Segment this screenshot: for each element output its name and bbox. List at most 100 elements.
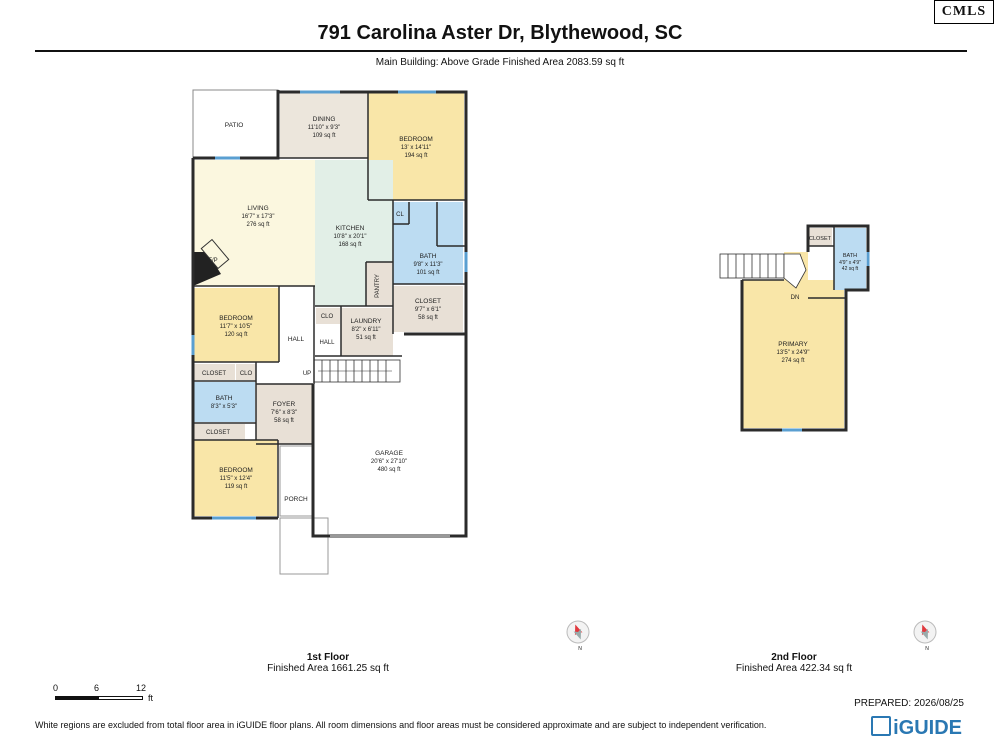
dim-bath-3: 4'9" x 4'9" xyxy=(839,260,861,266)
room-pantry xyxy=(366,262,392,306)
room-bedroom-2 xyxy=(193,288,279,362)
scale-bar-black xyxy=(55,696,98,700)
iguide-logo: iGUIDE xyxy=(871,716,962,740)
label-hall-1: HALL xyxy=(288,336,305,343)
stairs-up xyxy=(313,359,401,383)
room-closet-2 xyxy=(193,364,235,380)
cmls-logo: CMLS xyxy=(934,0,994,24)
area-primary: 274 sq ft xyxy=(781,358,804,364)
dim-bath-1: 9'8" x 11'3" xyxy=(413,262,442,268)
label-kitchen: KITCHEN xyxy=(336,225,365,232)
area-foyer: 58 sq ft xyxy=(274,418,294,424)
room-bedroom-3 xyxy=(193,440,277,516)
label-closet-3: CLOSET xyxy=(206,430,230,436)
floor-name-1st: 1st Floor xyxy=(306,652,350,663)
title-rule xyxy=(35,50,967,52)
dim-bedroom-3: 11'5" x 12'4" xyxy=(220,476,252,482)
prepared-date: PREPARED: 2026/08/25 xyxy=(854,698,964,709)
first-floor xyxy=(192,89,464,575)
stairs-down xyxy=(719,253,807,289)
label-hall-2: HALL xyxy=(319,340,335,346)
fireplace xyxy=(193,252,221,286)
page-title: 791 Carolina Aster Dr, Blythewood, SC xyxy=(317,22,683,44)
label-bath-2: BATH xyxy=(216,395,233,402)
label-closet-1: CLOSET xyxy=(415,298,441,305)
label-clo-1: CLO xyxy=(321,314,334,320)
room-hall-1 xyxy=(280,288,314,384)
area-kitchen: 168 sq ft xyxy=(338,242,361,248)
iguide-icon xyxy=(871,716,892,736)
dim-dining: 11'10" x 9'3" xyxy=(308,125,340,131)
area-bath-3: 42 sq ft xyxy=(842,266,859,272)
area-laundry: 51 sq ft xyxy=(356,335,376,341)
area-garage: 480 sq ft xyxy=(377,467,400,473)
scale-tick-12: 12 xyxy=(136,683,147,693)
dim-living: 16'7" x 17'3" xyxy=(242,214,275,220)
porch-steps xyxy=(279,517,329,575)
scale-tick-6: 6 xyxy=(94,683,100,693)
area-bedroom-3: 119 sq ft xyxy=(225,484,248,490)
label-cl: CL xyxy=(396,212,404,218)
dim-bath-2: 8'3" x 5'3" xyxy=(211,404,237,410)
label-closet-4: CLOSET xyxy=(809,236,832,242)
label-laundry: LAUNDRY xyxy=(351,318,383,325)
room-closet-1 xyxy=(393,286,463,332)
room-foyer xyxy=(256,384,312,444)
area-dining: 109 sq ft xyxy=(312,133,335,139)
area-living: 276 sq ft xyxy=(246,222,269,228)
room-bath-2 xyxy=(193,382,255,422)
floor-name-2nd: 2nd Floor xyxy=(771,652,817,663)
room-labels: PATIO DINING 11'10" x 9'3" 109 sq ft BED… xyxy=(202,116,861,503)
dim-garage: 20'6" x 27'10" xyxy=(371,459,407,465)
label-living: LIVING xyxy=(247,205,268,212)
label-bath-1: BATH xyxy=(420,253,437,260)
room-closet-3 xyxy=(193,424,245,440)
room-dining xyxy=(280,92,368,158)
label-primary: PRIMARY xyxy=(778,341,808,348)
room-clo-1 xyxy=(316,308,340,324)
dim-bedroom-1: 13' x 14'11" xyxy=(401,145,431,151)
dim-kitchen: 10'8" x 20'1" xyxy=(334,234,367,240)
label-bedroom-3: BEDROOM xyxy=(219,467,253,474)
label-porch: PORCH xyxy=(284,496,308,503)
label-clo-2: CLO xyxy=(240,371,253,377)
room-laundry xyxy=(341,308,393,356)
scale-unit: ft xyxy=(148,693,154,703)
label-fp: F/P xyxy=(208,258,217,264)
label-bedroom-1: BEDROOM xyxy=(399,136,433,143)
room-porch xyxy=(279,445,315,517)
dim-primary: 13'5" x 24'9" xyxy=(777,350,810,356)
room-patio xyxy=(192,89,279,159)
label-pantry: PANTRY xyxy=(375,274,381,298)
floor-label-2nd: 2nd Floor Finished Area 422.34 sq ft xyxy=(694,652,894,674)
floor-area-1st: Finished Area 1661.25 sq ft xyxy=(267,663,389,674)
second-floor xyxy=(719,224,870,432)
label-garage: GARAGE xyxy=(375,450,403,457)
windows xyxy=(191,90,468,520)
room-clo-2 xyxy=(236,364,256,380)
compass-letter: N xyxy=(578,646,582,652)
label-closet-2: CLOSET xyxy=(202,371,226,377)
room-primary xyxy=(742,280,844,428)
iguide-text: iGUIDE xyxy=(893,717,962,739)
label-dining: DINING xyxy=(313,116,336,123)
floor-area-2nd: Finished Area 422.34 sq ft xyxy=(735,663,853,674)
room-garage xyxy=(315,384,463,536)
label-patio: PATIO xyxy=(225,122,244,129)
scale-tick-0: 0 xyxy=(53,683,59,693)
dim-bedroom-2: 11'7" x 10'5" xyxy=(220,324,252,330)
area-bedroom-2: 120 sq ft xyxy=(224,332,247,338)
dim-laundry: 8'2" x 6'11" xyxy=(351,327,380,333)
area-bedroom-1: 194 sq ft xyxy=(404,153,427,159)
compass-letter: N xyxy=(925,646,929,652)
scale-bar-white xyxy=(98,696,143,700)
label-bath-3: BATH xyxy=(843,253,857,259)
room-hall-2 xyxy=(316,326,340,356)
compass-2nd-floor: N xyxy=(913,620,937,652)
area-closet-1: 58 sq ft xyxy=(418,315,438,321)
room-bath-3 xyxy=(834,228,866,290)
floor-label-1st: 1st Floor Finished Area 1661.25 sq ft xyxy=(228,652,428,674)
dim-closet-1: 9'7" x 6'1" xyxy=(415,307,441,313)
label-bedroom-2: BEDROOM xyxy=(219,315,253,322)
